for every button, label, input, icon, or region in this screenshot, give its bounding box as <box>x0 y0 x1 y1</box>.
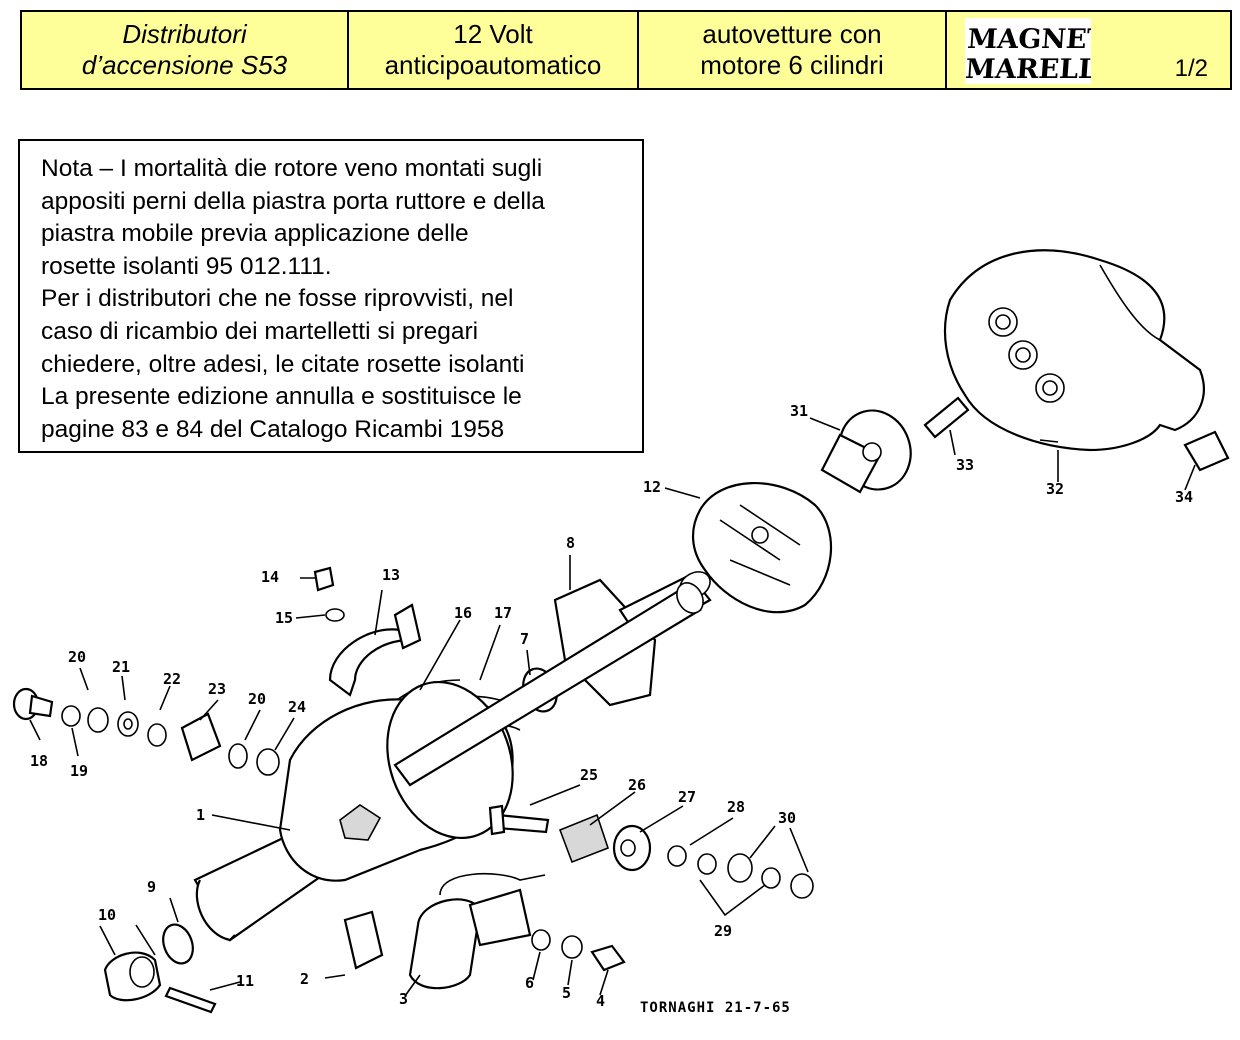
note-text: Nota – I mortalità die rotore veno monta… <box>41 155 545 443</box>
label-29: 29 <box>714 922 732 940</box>
part-drive-gear <box>103 951 162 1002</box>
label-15: 15 <box>275 609 293 627</box>
label-17: 17 <box>494 604 512 622</box>
header-title-cell: Distributori d’accensione S53 <box>20 10 349 90</box>
header-vehicle-line1: autovetture con <box>702 19 882 49</box>
label-10: 10 <box>98 906 116 924</box>
label-6: 6 <box>525 974 534 992</box>
header-logo-cell: MAGNETI MARELLI 1/2 <box>945 10 1232 90</box>
part-rotor <box>820 409 912 494</box>
label-9: 9 <box>147 878 156 896</box>
part-carbon-brush <box>923 396 970 439</box>
label-21: 21 <box>112 658 130 676</box>
part-clamp <box>328 628 413 697</box>
header-title-line1: Distributori <box>122 19 247 49</box>
header-vehicle-line2: motore 6 cilindri <box>700 50 884 80</box>
label-23: 23 <box>208 680 226 698</box>
header-table: Distributori d’accensione S53 12 Volt an… <box>20 10 1232 90</box>
label-25: 25 <box>580 766 598 784</box>
label-24: 24 <box>288 698 306 716</box>
label-28: 28 <box>727 798 745 816</box>
label-11: 11 <box>236 972 254 990</box>
part-pin <box>164 986 217 1014</box>
header-voltage-line2: anticipoautomatico <box>384 50 602 80</box>
label-16: 16 <box>454 604 472 622</box>
label-1: 1 <box>196 806 205 824</box>
header-voltage-line1: 12 Volt <box>453 19 533 49</box>
part-terminal-group <box>12 687 280 776</box>
label-14: 14 <box>261 568 279 586</box>
logo-line2: MARELLI <box>965 54 1091 84</box>
label-26: 26 <box>628 776 646 794</box>
label-27: 27 <box>678 788 696 806</box>
label-4: 4 <box>596 992 605 1010</box>
label-34: 34 <box>1175 488 1193 506</box>
label-30: 30 <box>778 809 796 827</box>
part-spring-clip <box>1183 430 1230 472</box>
label-7: 7 <box>520 630 529 648</box>
part-distributor-body <box>193 680 514 942</box>
label-32: 32 <box>1046 480 1064 498</box>
part-plug <box>343 910 384 970</box>
header-vehicle-cell: autovetture con motore 6 cilindri <box>637 10 947 90</box>
part-screw-14 <box>313 566 335 592</box>
label-20-a: 20 <box>68 648 86 666</box>
part-washer-9 <box>162 923 194 965</box>
part-washer-6 <box>531 929 551 951</box>
label-19: 19 <box>70 762 88 780</box>
magneti-marelli-logo: MAGNETI MARELLI <box>964 18 1120 85</box>
part-breaker-plate <box>691 482 833 614</box>
draftsman-signature: TORNAGHI 21-7-65 <box>640 1000 791 1016</box>
part-washer-5 <box>561 935 583 959</box>
part-screw-4 <box>590 944 626 972</box>
label-20-b: 20 <box>248 690 266 708</box>
part-capacitor <box>408 872 546 990</box>
part-breaker-terminal-group <box>488 804 814 899</box>
label-22: 22 <box>163 670 181 688</box>
part-distributor-cap <box>943 249 1205 452</box>
header-title-line2: d’accensione S53 <box>81 50 288 80</box>
label-5: 5 <box>562 984 571 1002</box>
label-18: 18 <box>30 752 48 770</box>
part-washer-15 <box>325 608 345 622</box>
header-voltage-cell: 12 Volt anticipoautomatico <box>347 10 639 90</box>
label-8: 8 <box>566 534 575 552</box>
page-number: 1/2 <box>1174 55 1208 82</box>
label-12: 12 <box>643 478 661 496</box>
label-31: 31 <box>790 402 808 420</box>
label-2: 2 <box>300 970 309 988</box>
label-13: 13 <box>382 566 400 584</box>
label-3: 3 <box>399 990 408 1008</box>
note-box: Nota – I mortalità die rotore veno monta… <box>18 139 644 453</box>
label-33: 33 <box>956 456 974 474</box>
